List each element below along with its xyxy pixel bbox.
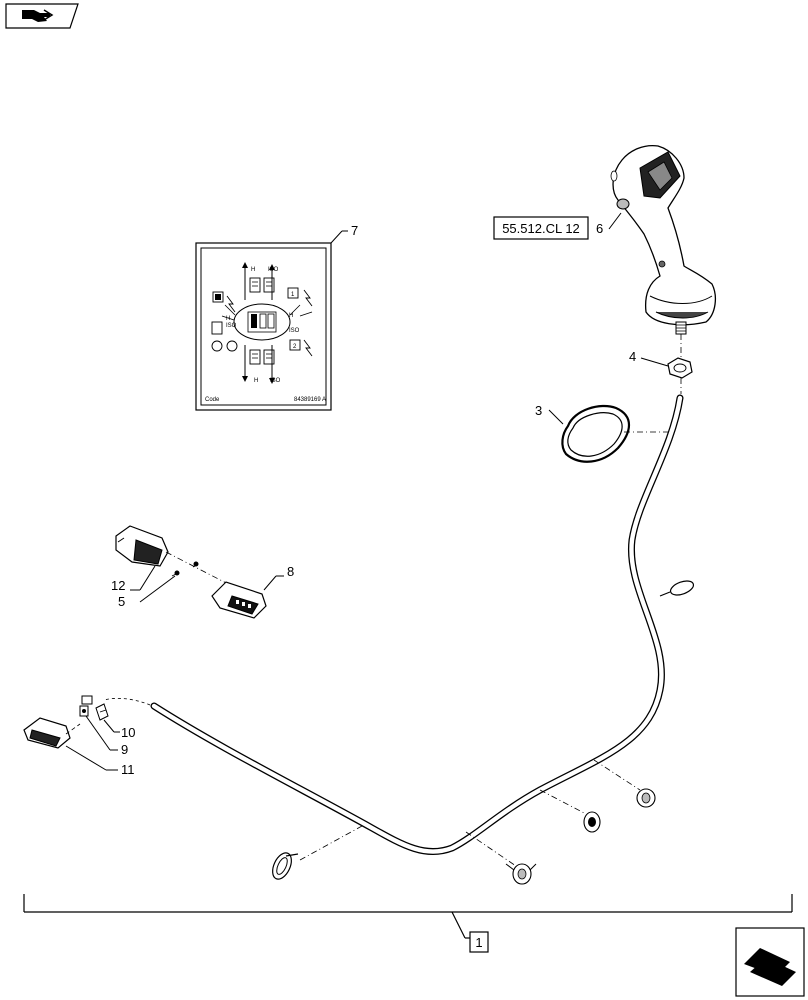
callout-1[interactable]: 1 — [475, 935, 482, 950]
decal-box2-label: 2 — [293, 344, 297, 350]
harness-clip-left — [272, 852, 299, 880]
decal-iso-left-label: ISO — [226, 323, 237, 329]
leader-10 — [103, 719, 115, 733]
leader-9 — [85, 715, 111, 751]
callout-10[interactable]: 10 — [121, 725, 135, 740]
wire-seal — [79, 705, 89, 717]
decal-h-label: H — [251, 267, 255, 273]
joystick-handle — [610, 144, 717, 335]
cross-reference-box[interactable] — [493, 216, 589, 240]
assembly-bracket — [23, 894, 793, 939]
cross-reference-label[interactable]: 55.512.CL 12 — [502, 221, 580, 236]
leader-6 — [608, 212, 622, 230]
leader-4 — [640, 357, 669, 367]
callout-4[interactable]: 4 — [629, 349, 636, 364]
connector-end — [23, 717, 71, 749]
decal-panel: H ISO H ISO H ISO H ISO 1 2 Code 8438916… — [195, 242, 332, 411]
push-fastener-3 — [636, 788, 656, 808]
wire-terminal — [81, 695, 109, 721]
leader-3 — [548, 409, 564, 425]
callout-7[interactable]: 7 — [351, 223, 358, 238]
decal-h-bottom-label: H — [254, 378, 258, 384]
navigation-arrow-icon[interactable] — [5, 3, 79, 29]
nut — [667, 357, 693, 379]
callout-3[interactable]: 3 — [535, 403, 542, 418]
leader-5 — [139, 575, 176, 603]
leader-12 — [139, 565, 156, 591]
connector-housing — [115, 525, 169, 567]
push-fastener-1 — [505, 863, 537, 885]
decal-iso-label: ISO — [268, 267, 279, 273]
callout-8[interactable]: 8 — [287, 564, 294, 579]
decal-iso-right-label: ISO — [289, 328, 300, 334]
decal-footer-right: 84389169 A — [294, 397, 326, 403]
decal-box1-label: 1 — [291, 292, 295, 298]
callout-6[interactable]: 6 — [596, 221, 603, 236]
decal-h-left-label: H — [226, 316, 230, 322]
terminals — [171, 561, 199, 577]
push-fastener-2 — [583, 811, 601, 833]
callout-12[interactable]: 12 — [111, 578, 125, 593]
next-page-arrow-icon[interactable] — [735, 927, 805, 997]
leader-7 — [330, 230, 343, 244]
wire-harness — [150, 394, 695, 855]
connector-plug — [211, 581, 267, 619]
decal-iso-bottom-label: ISO — [270, 378, 281, 384]
callout-11[interactable]: 11 — [121, 762, 135, 777]
leader-8 — [263, 575, 277, 591]
callout-9[interactable]: 9 — [121, 742, 128, 757]
seal-ring — [561, 404, 631, 463]
decal-footer-left: Code — [205, 397, 220, 403]
decal-h-right-label: H — [289, 313, 293, 319]
callout-5[interactable]: 5 — [118, 594, 125, 609]
leader-11 — [65, 745, 107, 771]
callout-1-box[interactable] — [469, 931, 489, 953]
